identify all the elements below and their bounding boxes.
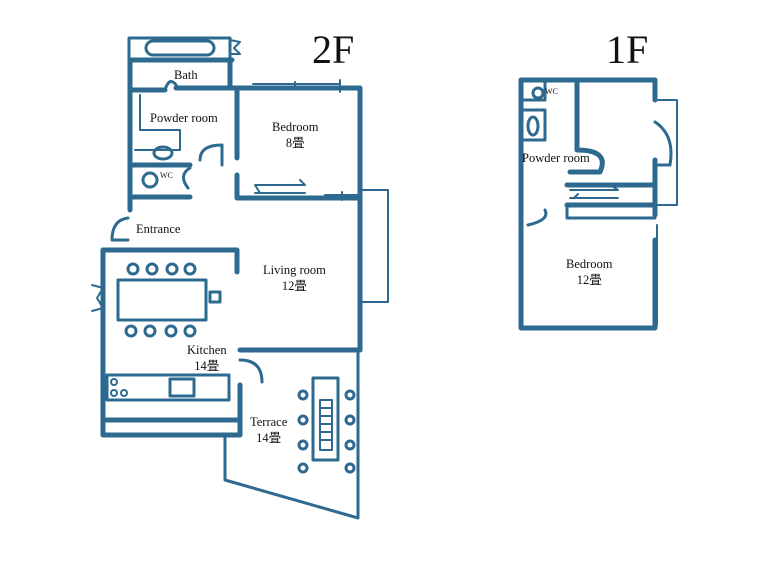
chair-icons — [124, 262, 197, 338]
door-icon — [198, 143, 224, 167]
kitchen-counter-icon — [105, 373, 231, 402]
window-icon — [229, 39, 241, 55]
kitchen-sink-icon — [168, 377, 196, 398]
room-label-bath: Bath — [174, 68, 198, 82]
room-label-powder-room-1f: Powder room — [522, 151, 590, 165]
toilet-icon — [141, 171, 159, 189]
sink-icon — [526, 115, 540, 137]
stove-icon — [110, 378, 128, 397]
room-label-powder-room: Powder room — [150, 111, 218, 125]
dining-table-icon — [116, 278, 208, 322]
room-label-entrance: Entrance — [136, 222, 181, 236]
terrace-table-icon — [311, 376, 340, 462]
terrace-chair-icons — [297, 389, 356, 474]
door-icon — [163, 80, 180, 92]
door-icon — [182, 166, 192, 190]
floor-1f-walls — [518, 77, 678, 331]
bathtub-icon — [144, 39, 216, 57]
floor-2f-walls — [91, 36, 389, 520]
floor-label-1f: 1F — [606, 27, 649, 72]
room-label-wc: WC — [160, 171, 173, 180]
floor-label-2f: 2F — [312, 27, 355, 72]
room-label-wc-1f: WC — [545, 87, 558, 96]
sink-icon — [152, 145, 174, 161]
toilet-icon — [531, 86, 545, 100]
